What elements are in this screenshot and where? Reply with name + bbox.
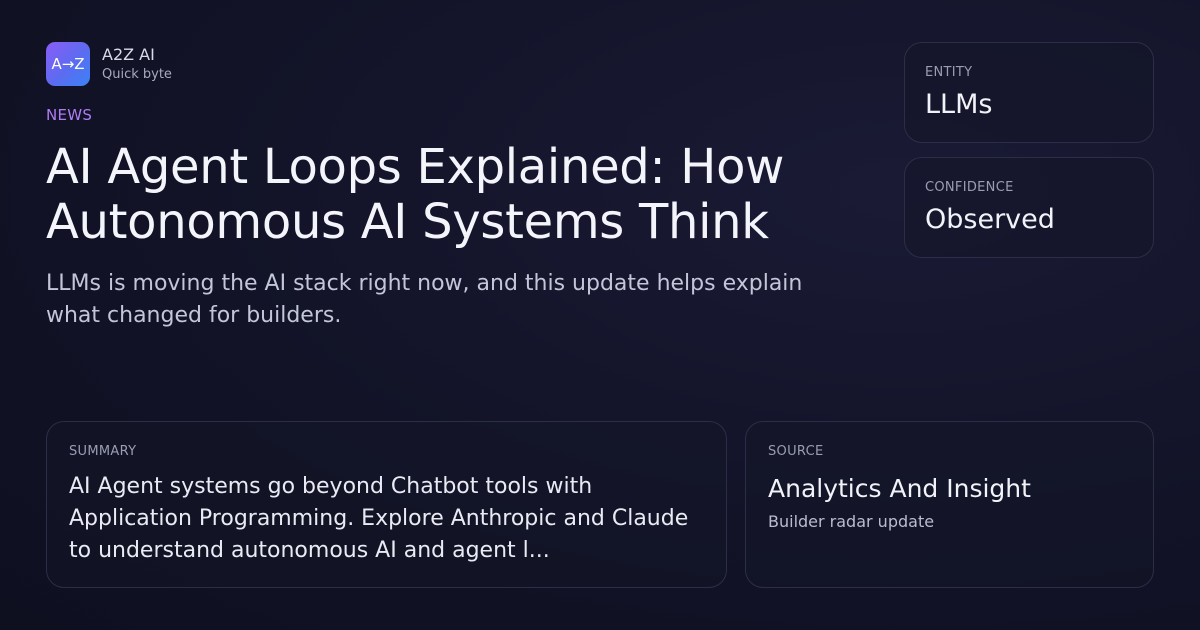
summary-text: AI Agent systems go beyond Chatbot tools… [69, 474, 689, 563]
a2z-logo-icon: A→Z [46, 42, 90, 86]
brand: A→Z A2Z AI Quick byte [46, 42, 172, 86]
source-card: SOURCE Analytics And Insight Builder rad… [745, 421, 1154, 588]
source-subtitle: Builder radar update [768, 512, 935, 531]
article-subtitle: LLMs is moving the AI stack right now, a… [46, 271, 803, 328]
summary-label: SUMMARY [69, 444, 137, 459]
confidence-label: CONFIDENCE [925, 180, 1014, 195]
confidence-card: CONFIDENCE Observed [904, 157, 1154, 258]
category-kicker: NEWS [46, 106, 93, 124]
brand-tagline: Quick byte [102, 66, 172, 82]
logo-text: A→Z [51, 55, 85, 73]
source-label: SOURCE [768, 444, 824, 459]
entity-value: LLMs [925, 89, 993, 120]
source-name: Analytics And Insight [768, 474, 1031, 503]
entity-label: ENTITY [925, 65, 973, 80]
entity-card: ENTITY LLMs [904, 42, 1154, 143]
brand-text: A2Z AI Quick byte [102, 45, 172, 84]
brand-name: A2Z AI [102, 44, 155, 64]
summary-card: SUMMARY AI Agent systems go beyond Chatb… [46, 421, 727, 588]
article-title: AI Agent Loops Explained: How Autonomous… [46, 139, 785, 250]
confidence-value: Observed [925, 204, 1055, 235]
